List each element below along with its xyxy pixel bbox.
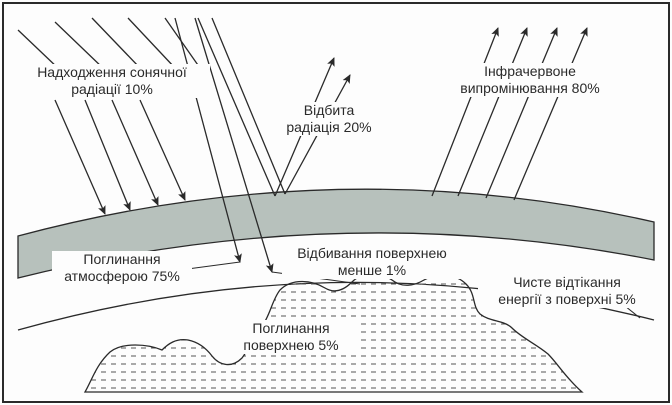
surface-absorption-label: Поглинання поверхнею 5% [226, 320, 356, 354]
incoming-radiation-arrows [17, 17, 286, 273]
incoming-arrow [54, 21, 106, 71]
infrared-arrow [431, 27, 499, 197]
incoming-arrow [139, 99, 186, 201]
incoming-arrow [111, 99, 159, 206]
atmosphere-band [17, 188, 655, 279]
infrared-arrow [457, 27, 528, 197]
infrared-label: Інфрачервоне випромінювання 80% [440, 63, 620, 97]
incoming-arrow [194, 17, 274, 273]
infrared-arrow [513, 27, 588, 201]
incoming-arrow [211, 17, 286, 195]
incoming-arrow [197, 17, 276, 197]
incoming-arrow [84, 99, 131, 211]
incoming-arrow [17, 29, 61, 71]
incoming-arrow [54, 99, 106, 215]
incoming-radiation-label: Надходження сонячної радіації 10% [14, 64, 210, 98]
atmosphere-absorption-label: Поглинання атмосферою 75% [52, 251, 192, 285]
infrared-arrows [431, 27, 588, 201]
incoming-arrow [174, 17, 242, 263]
incoming-arrow [91, 17, 141, 69]
net-outflow-label: Чисте відтікання енергії з поверхні 5% [478, 274, 656, 308]
incoming-arrow [164, 17, 201, 69]
reflected-radiation-label: Відбита радіація 20% [274, 102, 384, 136]
surface-reflection-label: Відбивання поверхнею менше 1% [282, 245, 462, 279]
incoming-arrow [127, 17, 176, 69]
infrared-arrow [485, 27, 558, 199]
